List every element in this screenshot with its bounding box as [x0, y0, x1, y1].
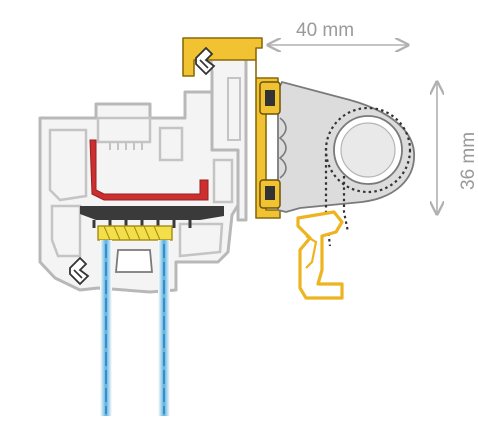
- bottom-bar-outline: [296, 210, 344, 300]
- frame-bottom-chamber: [178, 222, 224, 258]
- shutter-housing: [259, 80, 415, 247]
- yellow-glazing-bead: [97, 225, 173, 241]
- frame-cavity-top: [96, 116, 152, 144]
- glazing-bead-hatch: [103, 225, 161, 241]
- window-frame-profile: [38, 90, 240, 294]
- dark-seal-strip: [80, 206, 224, 220]
- frame-cavity-right: [212, 158, 234, 204]
- glass-panes: [100, 240, 170, 416]
- housing-clip-bottom-inner: [265, 186, 275, 200]
- glass-spacer: [115, 249, 153, 273]
- dimension-height-label: 36 mm: [458, 132, 478, 190]
- bottom-bar-inner: [305, 235, 318, 269]
- dimension-width: 40 mm: [268, 20, 408, 45]
- mounting-bracket: [208, 50, 248, 222]
- bracket-inner-line: [227, 77, 241, 141]
- housing-wave-edge: [278, 117, 287, 179]
- frame-outer-body: [38, 90, 240, 294]
- clip-symbol-top: [195, 46, 216, 76]
- roller-core: [340, 122, 396, 178]
- seal-teeth: [92, 220, 192, 228]
- gold-cover-profile: [182, 37, 281, 219]
- frame-cavity-top-right: [158, 126, 184, 162]
- red-gasket: [89, 139, 209, 201]
- housing-clip-top-inner: [265, 90, 275, 106]
- shutter-dotted-path-2: [342, 176, 350, 233]
- dimension-height: 36 mm: [437, 82, 478, 214]
- frame-teeth: [109, 142, 143, 150]
- shutter-bottom-bar: [296, 210, 344, 300]
- dimension-width-label: 40 mm: [296, 20, 354, 41]
- clip-symbol-bottom: [69, 256, 90, 286]
- frame-cavity-left: [48, 128, 88, 202]
- glazing-bead-body: [97, 225, 173, 241]
- frame-cavity-bottom-left: [50, 204, 82, 258]
